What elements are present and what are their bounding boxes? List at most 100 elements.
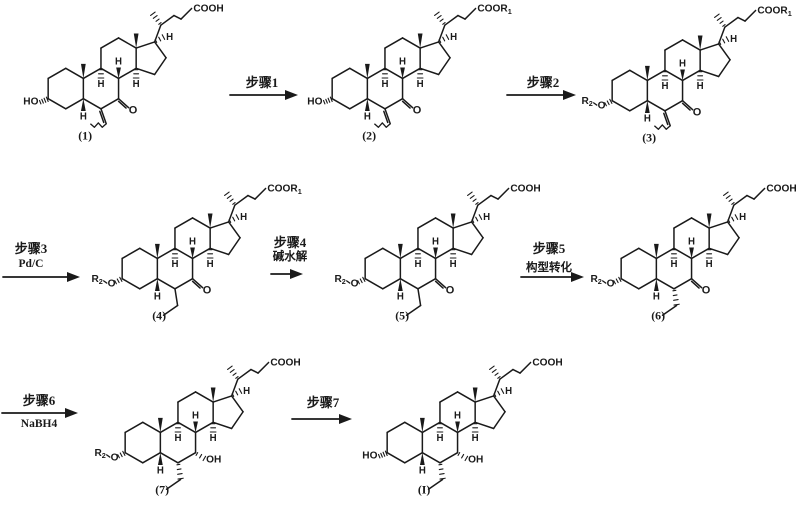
wedge-bond <box>193 421 198 433</box>
stereo-h-label: H <box>454 410 461 421</box>
ketone-oxygen-label: O <box>203 285 212 297</box>
bond <box>478 214 483 220</box>
stereo-h-label: H <box>171 259 178 270</box>
bond <box>154 39 158 43</box>
bond <box>681 39 701 51</box>
ketone-oxygen-label: O <box>413 105 422 117</box>
bond <box>153 57 167 76</box>
bond <box>237 368 252 380</box>
bond <box>417 288 422 307</box>
bond <box>209 221 230 229</box>
wedge-bond <box>689 247 694 259</box>
stereo-h-label: H <box>154 291 161 302</box>
bond <box>158 22 162 25</box>
bond <box>230 378 239 397</box>
bond <box>434 11 440 16</box>
bond <box>174 217 194 229</box>
bond <box>99 110 105 124</box>
bond <box>177 451 197 464</box>
wedge-bond <box>455 421 460 433</box>
bond <box>417 277 437 290</box>
acid-group-label: COOH <box>193 4 223 15</box>
bond <box>457 452 461 456</box>
bond <box>419 41 440 49</box>
wedge-bond <box>680 69 685 81</box>
wedge-bond <box>644 100 650 113</box>
bond <box>142 451 162 464</box>
bond <box>469 195 475 199</box>
bond <box>176 468 182 471</box>
bond <box>173 14 182 20</box>
bond <box>427 478 444 490</box>
bond <box>124 421 144 434</box>
bond <box>434 277 447 289</box>
bond <box>382 247 402 260</box>
compound-id-label: (I) <box>418 483 431 497</box>
wedge-bond <box>190 247 195 259</box>
acid-group-label: COOH <box>766 184 796 195</box>
oxy-oxygen-label: O <box>108 279 116 290</box>
wavy-bond <box>653 124 671 130</box>
bond <box>117 37 137 49</box>
ketone-oxygen-label: O <box>702 285 711 297</box>
bond <box>364 277 384 290</box>
bond <box>492 395 506 413</box>
arrowhead-icon <box>571 272 584 282</box>
bond <box>161 34 166 40</box>
bond <box>177 421 197 434</box>
bond <box>202 455 207 462</box>
wedge-bond <box>397 243 403 259</box>
bond <box>47 67 67 80</box>
reagent-label: 构型转化 <box>526 260 572 274</box>
bond <box>158 36 162 42</box>
bond <box>690 277 703 289</box>
bond <box>613 280 616 285</box>
bond <box>519 361 532 374</box>
bond <box>156 247 176 260</box>
bond <box>209 247 230 256</box>
bond <box>65 67 85 80</box>
bond <box>162 304 179 316</box>
bond <box>464 7 477 20</box>
bond <box>257 361 270 374</box>
bond <box>349 67 369 80</box>
bond <box>362 276 366 282</box>
arrowhead-icon <box>563 90 576 100</box>
bond <box>174 277 194 290</box>
stereo-h-label: H <box>207 259 214 270</box>
bond <box>325 98 328 104</box>
bond <box>722 38 726 44</box>
bond <box>439 421 459 434</box>
bond <box>384 450 388 457</box>
wedge-bond <box>116 67 121 79</box>
bond <box>673 217 693 229</box>
bond <box>727 219 731 223</box>
stereo-h-label: H <box>240 212 247 223</box>
bond <box>404 451 424 464</box>
bond <box>456 391 476 403</box>
wedge-bond <box>157 452 163 465</box>
oxy-group-label: R2 <box>94 448 105 460</box>
reaction-arrow: 步骤5 构型转化 <box>520 241 584 282</box>
bond <box>438 39 442 43</box>
bond <box>82 67 102 80</box>
oxy-group-label: HO <box>362 450 377 461</box>
stereo-h-label: H <box>397 291 404 302</box>
bond <box>602 280 607 284</box>
bond <box>497 390 501 396</box>
bond <box>238 388 243 394</box>
step-label: 步骤5 <box>533 241 566 256</box>
bond <box>177 473 183 475</box>
bond <box>461 453 465 459</box>
bond <box>401 67 421 80</box>
stereo-h-label: H <box>189 236 196 247</box>
bond <box>593 102 598 106</box>
bond <box>139 247 159 260</box>
wedge-bond <box>80 98 86 111</box>
bond <box>470 204 479 223</box>
bond <box>663 112 669 126</box>
